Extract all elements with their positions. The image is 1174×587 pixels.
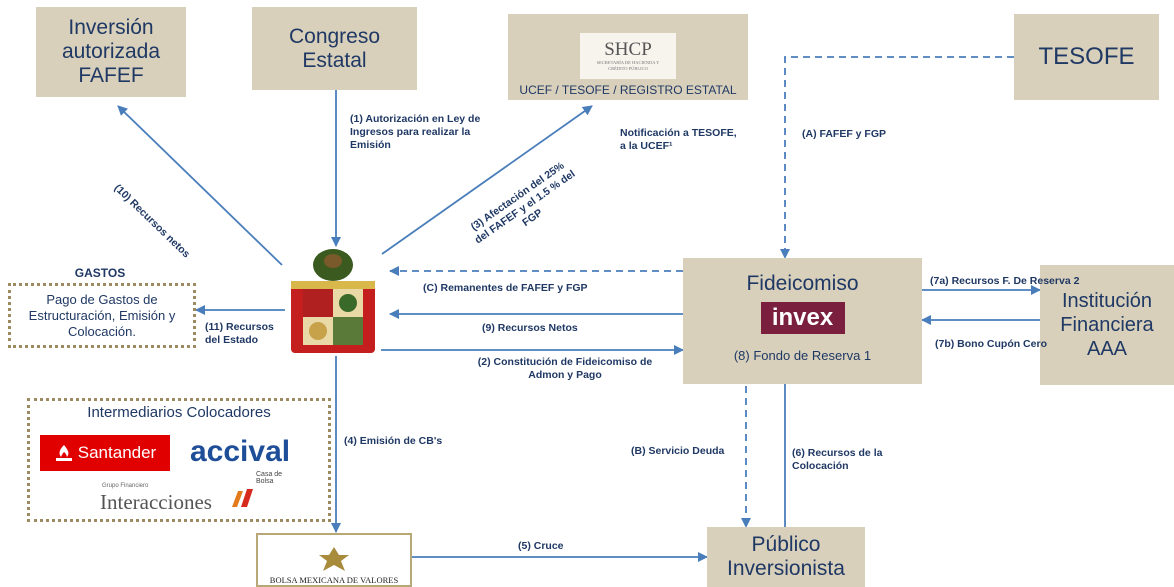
gastos-title: GASTOS [74,266,126,280]
fideicomiso-box: Fideicomiso invex (8) Fondo de Reserva 1 [683,258,922,384]
publico-box: Público Inversionista [707,527,865,587]
label-11: (11) Recursos del Estado [205,321,274,346]
shcp-box: SHCP SECRETARÍA DE HACIENDA Y CRÉDITO PÚ… [508,14,748,100]
interacciones-mark-icon [232,489,253,507]
inversion-text: Inversión autorizada FAFEF [61,16,161,87]
label-6: (6) Recursos de la Colocación [792,447,883,472]
label-b: (B) Servicio Deuda [631,445,725,457]
estado-emblem [285,243,381,356]
fondo-reserva-text: (8) Fondo de Reserva 1 [733,348,872,363]
bmv-logo-icon [319,547,349,571]
publico-text: Público Inversionista [727,533,845,580]
arrow-10-recursos-netos [117,105,283,266]
tesofe-text: TESOFE [1038,43,1135,70]
oaxaca-coat-of-arms-icon [291,249,375,353]
gastos-box: Pago de Gastos de Estructuración, Emisió… [8,283,196,348]
shcp-logo: SHCP SECRETARÍA DE HACIENDA Y CRÉDITO PÚ… [580,33,676,79]
arrow-a-fafef-fgp [780,56,1014,259]
santander-flame-icon [55,445,72,461]
label-2: (2) Constitución de Fideicomiso de Admon… [477,356,653,381]
institucion-text: Institución Financiera AAA [1060,290,1154,360]
interacciones-logo: Grupo Financiero Interacciones [100,483,270,515]
bmv-text: BOLSA MEXICANA DE VALORES [269,575,399,585]
label-5: (5) Cruce [518,540,564,552]
bmv-box: BOLSA MEXICANA DE VALORES [256,533,412,587]
label-9: (9) Recursos Netos [482,322,578,334]
santander-logo: Santander [40,435,170,471]
label-7a: (7a) Recursos F. De Reserva 2 [930,275,1080,287]
label-7b: (7b) Bono Cupón Cero [935,338,1047,350]
congreso-text: Congreso Estatal [288,24,381,72]
label-c: (C) Remanentes de FAFEF y FGP [423,282,588,294]
fideicomiso-text: Fideicomiso [746,272,859,295]
ucef-text: UCEF / TESOFE / REGISTRO ESTATAL [519,83,737,97]
congreso-box: Congreso Estatal [252,7,417,90]
label-notificacion: Notificación a TESOFE, a la UCEF¹ [620,127,737,152]
arrow-3-afectacion [381,105,593,255]
invex-logo: invex [760,302,845,334]
label-a: (A) FAFEF y FGP [802,128,886,140]
inversion-box: Inversión autorizada FAFEF [36,7,186,97]
label-4: (4) Emisión de CB's [344,435,443,447]
tesofe-box: TESOFE [1014,14,1159,100]
intermediarios-title: Intermediarios Colocadores [87,404,271,421]
gastos-text: Pago de Gastos de Estructuración, Emisió… [28,291,176,339]
accival-logo: accival Casa de Bolsa [190,435,291,485]
institucion-box: Institución Financiera AAA [1040,265,1174,385]
intermediarios-box: Intermediarios Colocadores Santander acc… [27,398,331,522]
label-1: (1) Autorización en Ley de Ingresos para… [350,113,481,151]
